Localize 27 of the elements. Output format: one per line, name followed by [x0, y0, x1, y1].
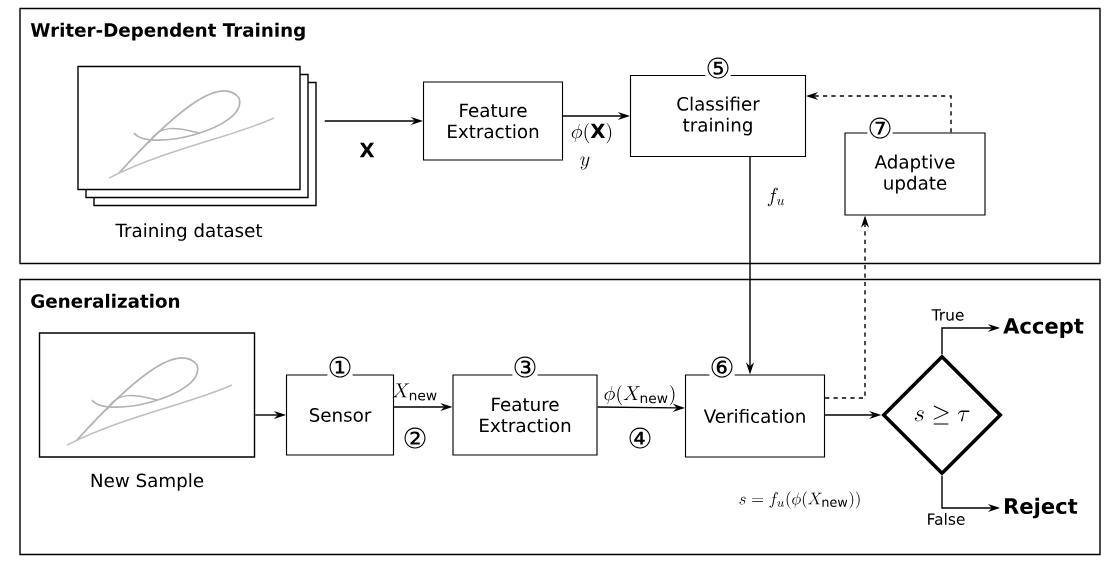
outcome-label: Reject — [1005, 497, 1078, 519]
edge-label: True — [931, 309, 964, 321]
step-number: ④ — [629, 427, 651, 449]
edge-label: $\mathbf{X}$ — [359, 142, 375, 158]
edge-label: $X_{\mathrm{new}}$ — [392, 383, 437, 401]
panel — [19, 7, 1101, 265]
step-number: ① — [327, 356, 353, 378]
process-box: Feature Extraction — [422, 81, 564, 161]
image-caption: Training dataset — [115, 223, 263, 241]
formula-label: $y$ — [580, 156, 590, 170]
edge-label: False — [928, 513, 965, 525]
panel-title: Writer-Dependent Training — [30, 22, 305, 41]
step-number: ② — [404, 427, 426, 449]
step-number: ⑦ — [867, 117, 893, 139]
signature-picture — [38, 332, 256, 458]
edge-label: $\phi(X_{\mathrm{new}})$ — [604, 384, 675, 406]
panel — [19, 278, 1101, 556]
step-number: ③ — [512, 356, 538, 378]
signature-picture — [77, 65, 317, 207]
edge-label: $f_u$ — [767, 187, 785, 207]
panel-title: Generalization — [31, 293, 180, 308]
outcome-label: Accept — [1003, 318, 1084, 338]
image-caption: New Sample — [91, 473, 204, 491]
step-number: ⑤ — [705, 57, 731, 79]
formula-label: $s = f_u\big(\phi(X_{\mathrm{new}})\big)$ — [739, 491, 860, 509]
step-number: ⑥ — [709, 356, 735, 378]
edge-label: $\phi(\mathbf{X})$ — [571, 122, 612, 144]
